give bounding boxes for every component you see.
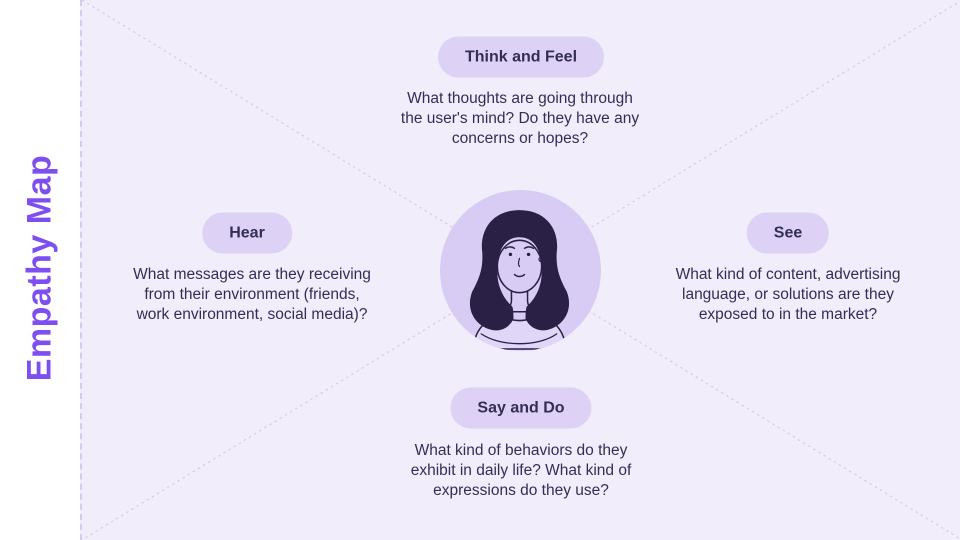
hear-label: Hear [202,212,292,254]
think-and-feel-label: Think and Feel [437,36,605,78]
think-and-feel-description: What thoughts are going through the user… [400,90,640,147]
title-sidebar: Empathy Map [0,0,80,540]
woman-portrait-illustration-icon [440,190,601,351]
say-and-do-label: Say and Do [450,387,592,429]
say-and-do-description: What kind of behaviors do they exhibit i… [410,442,632,499]
see-label: See [746,212,830,254]
persona-circle [440,190,601,351]
hear-description: What messages are they receiving from th… [133,266,371,323]
page-title: Empathy Map [20,154,59,382]
see-description: What kind of content, advertising langua… [675,266,901,323]
